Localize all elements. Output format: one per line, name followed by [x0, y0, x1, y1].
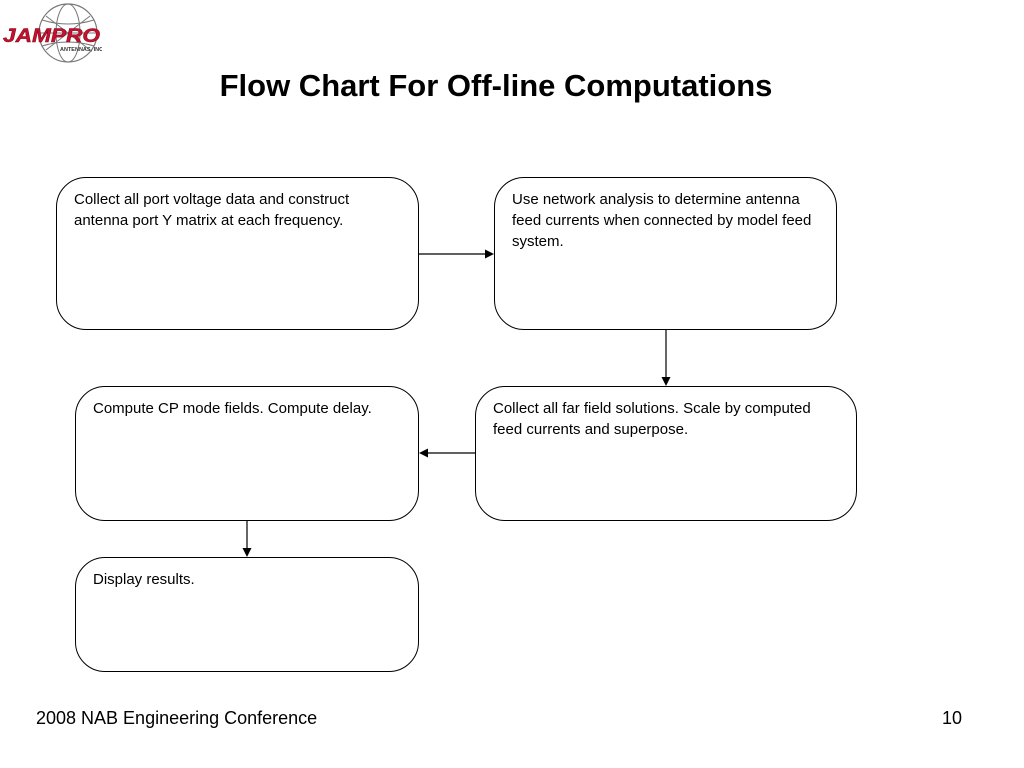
arrow-step2-to-step3: [661, 330, 671, 386]
flow-step-display-results: Display results.: [75, 557, 419, 672]
footer-conference: 2008 NAB Engineering Conference: [36, 708, 318, 728]
flow-step-collect-port-data: Collect all port voltage data and constr…: [56, 177, 419, 330]
flow-step-text: Display results.: [93, 571, 195, 588]
flow-step-network-analysis: Use network analysis to determine antenn…: [494, 177, 837, 330]
flow-step-compute-cp-fields: Compute CP mode fields. Compute delay.: [75, 386, 419, 521]
arrow-step1-to-step2: [419, 249, 494, 259]
svg-text:ANTENNAS, INC.: ANTENNAS, INC.: [60, 47, 102, 53]
globe-icon: JAMPRO ANTENNAS, INC.: [3, 3, 102, 63]
flow-step-text: Collect all port voltage data and constr…: [74, 191, 350, 229]
page-title: Flow Chart For Off-line Computations: [219, 68, 773, 103]
flow-step-text: Compute CP mode fields. Compute delay.: [93, 400, 372, 417]
flow-step-text: Use network analysis to determine antenn…: [512, 191, 812, 250]
svg-text:JAMPRO: JAMPRO: [3, 26, 100, 47]
flow-step-text: Collect all far field solutions. Scale b…: [493, 400, 811, 438]
jampro-logo: JAMPRO ANTENNAS, INC.: [2, 2, 102, 64]
flow-step-collect-far-field: Collect all far field solutions. Scale b…: [475, 386, 857, 521]
page-number: 10: [941, 708, 962, 728]
arrow-step3-to-step4: [419, 448, 475, 458]
arrow-step4-to-step5: [242, 521, 252, 557]
